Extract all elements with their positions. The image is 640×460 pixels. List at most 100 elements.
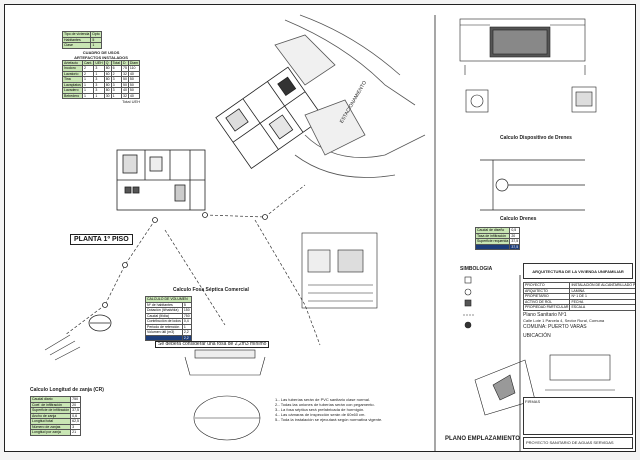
zanja-calc-title: Calculo Longitud de zanja (CR) — [30, 387, 104, 393]
table-cell: Nº 1 DE 1 — [569, 293, 635, 300]
drainage-plan — [480, 159, 585, 211]
table-cell: 21 — [70, 429, 81, 436]
table-cell: 3 — [93, 81, 105, 88]
table-cell: LAMINA — [569, 287, 635, 294]
note-1: 2.- Todas las uniones de tuberías serán … — [275, 402, 375, 407]
table-cell: 2 — [110, 70, 123, 77]
fosa-calc-title: Calculo Fosa Séptica Comercial — [173, 287, 249, 293]
septic-tank-sections — [184, 349, 266, 441]
table-cell: Superficie de infiltración — [29, 407, 72, 414]
table-cell: 2,2 — [181, 329, 192, 336]
note-2: 3.- La fosa séptica será prefabricada de… — [275, 407, 365, 412]
table-cell: ARQUITECTO — [522, 287, 571, 294]
tuberias-title: Calculo Dispositivo de Drenes — [500, 135, 572, 141]
table-header: Diam — [127, 59, 141, 66]
table-cell: 1 — [93, 70, 105, 77]
table-cell: Nº de habitantes — [145, 301, 183, 308]
fosa-total-row: 2,2 — [145, 334, 192, 341]
table-cell: Longitud total — [29, 418, 72, 425]
fosa-header-row: CALCULO DE VOLUMEN — [145, 296, 192, 303]
table-cell: Volumen útil (m3) — [145, 329, 183, 336]
ubicacion-label: UBICACIÓN — [523, 332, 551, 339]
table-cell: Contribución de lodos — [145, 318, 183, 325]
drenes-title: Calculo Drenes — [500, 216, 537, 222]
table-cell: 150 — [181, 307, 192, 314]
drenes-total-row: 37,5 — [474, 243, 521, 250]
table-cell: Número de zanjas — [29, 423, 72, 430]
table-header: Total — [110, 59, 123, 66]
table-cell: Tasa de infiltración — [474, 232, 511, 239]
table-cell: Caudal diario — [29, 396, 72, 403]
address-line: Calle Lote 1 Parcela 4, Sector Rural, Co… — [523, 317, 605, 323]
firmas-block: FIRMAS — [523, 397, 633, 435]
survey-title: CUADRO DE USOS — [82, 49, 120, 55]
table-cell: 20 — [70, 401, 81, 408]
table-cell: 5 — [181, 301, 192, 308]
floor-plan — [116, 149, 206, 211]
table-cell: 3 — [110, 87, 123, 94]
table-cell: 1 — [110, 92, 123, 99]
table-cell: 3 — [93, 87, 105, 94]
simbologia-title: SIMBOLOGIA — [460, 266, 493, 272]
table-cell: FECHA — [569, 298, 635, 305]
table-cell: 0,6 — [70, 412, 81, 419]
floor-plan-label: PLANTA 1º PISO — [70, 234, 133, 245]
fosa-notice: Se deberá considerar una fosa de 2,2m3 m… — [155, 341, 270, 348]
site-roads — [274, 14, 426, 178]
table-cell: 3 — [93, 65, 105, 72]
project-line: Plano Sanitario Nº1 — [523, 311, 567, 318]
table-cell: INSTALACIÓN DE ALCANTARILLADO PARTICULAR — [569, 282, 635, 289]
table-cell: 1 — [90, 42, 102, 49]
section-detail — [459, 18, 586, 75]
table-cell: 50 — [127, 87, 141, 94]
small-detail-1 — [465, 86, 597, 113]
table-cell: 3 — [70, 423, 81, 430]
table-cell: 40 — [127, 92, 141, 99]
emplazamiento-title: PLANO EMPLAZAMIENTO — [445, 436, 520, 442]
drenes-total: 37,5 — [509, 243, 521, 250]
table-cell: Caudal (lt/día) — [145, 312, 183, 319]
section-small-right — [301, 232, 378, 309]
title-block-footer: PROYECTO SANITARIO DE AGUAS SERVIDAS — [523, 437, 633, 449]
table-cell: PROPIEDAD PARTICULAR — [522, 304, 571, 311]
fosa-row: Caudal (lt/día)750 — [145, 312, 192, 319]
table-cell — [145, 334, 183, 341]
table-cell: 3 — [110, 81, 123, 88]
table-cell: ACTIVO DE ROL — [522, 298, 571, 305]
table-cell: 37,5 — [70, 407, 81, 414]
table-cell: 6 — [110, 65, 123, 72]
table-cell: 0,4 — [181, 318, 192, 325]
fosa-row: Volumen útil (m3)2,2 — [145, 329, 192, 336]
table-cell: Ancho de zanja — [29, 412, 72, 419]
table-cell: 1 — [181, 323, 192, 330]
note-4: 5.- Toda la instalación se ejecutará seg… — [275, 417, 383, 422]
note-0: 1.- Las tuberías serán de PVC sanitario … — [275, 397, 370, 402]
table-cell: 1 — [93, 92, 105, 99]
fosa-row: Dotación (lt/hab/día)150 — [145, 307, 192, 314]
table-cell: Longitud por zanja — [29, 429, 72, 436]
floor-plan-wing — [215, 66, 325, 169]
table-cell: 3 — [93, 76, 105, 83]
notes-block: 1.- Las tuberías serán de PVC sanitario … — [275, 397, 445, 422]
